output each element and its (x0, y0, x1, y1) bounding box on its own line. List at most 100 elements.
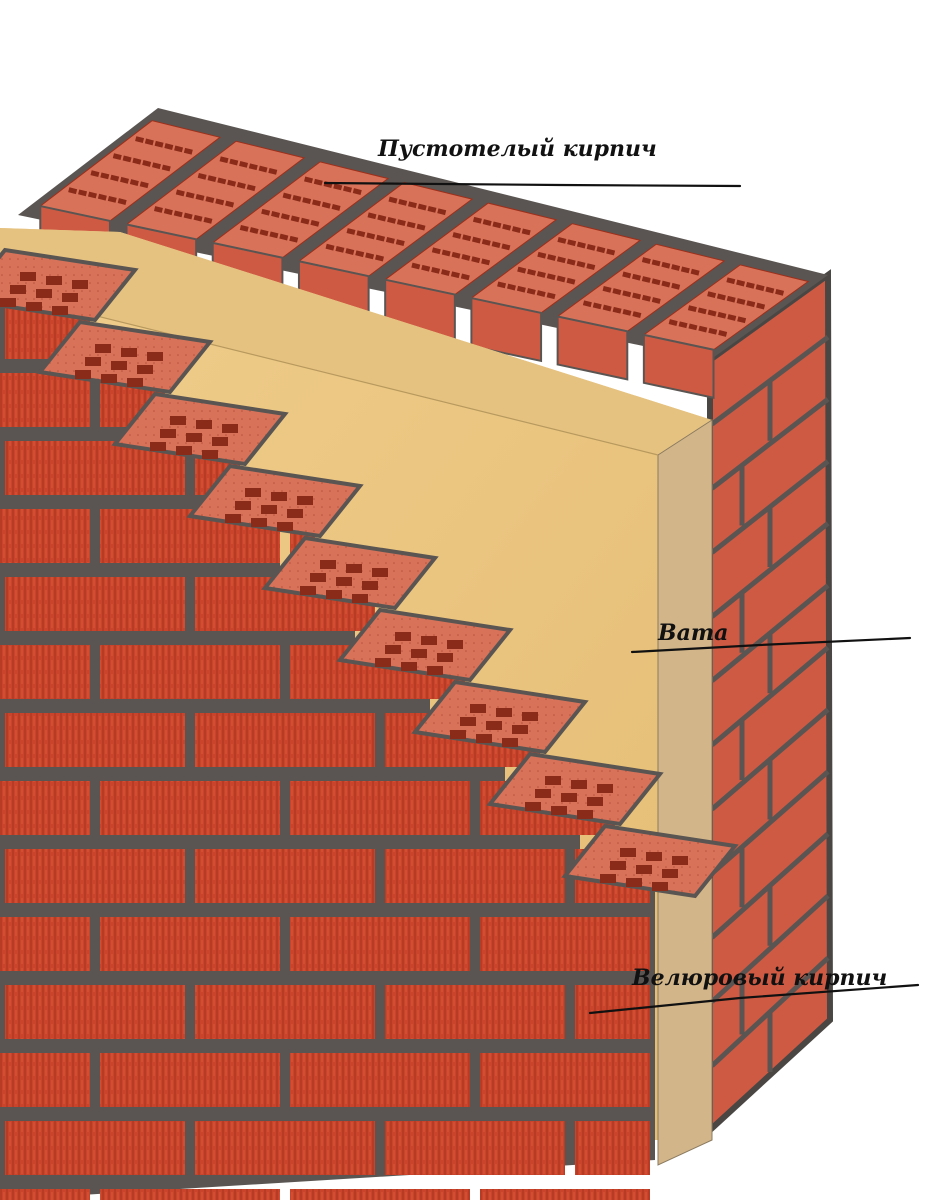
brick-hole (501, 243, 511, 251)
brick-hole (271, 211, 280, 218)
brick-hole (671, 282, 681, 290)
velour-brick-hole (127, 378, 143, 387)
brick-hole (396, 219, 406, 227)
velour-brick-hole (235, 501, 251, 510)
velour-brick-hole (587, 797, 603, 806)
velour-brick-hole (652, 882, 668, 891)
brick-hole (248, 163, 258, 171)
velour-brick (0, 645, 90, 699)
brick-hole (203, 216, 213, 224)
velour-brick-hole (411, 649, 427, 658)
brick-hole (129, 179, 139, 186)
brick-hole (416, 223, 426, 231)
brick-hole (395, 239, 405, 247)
velour-brick-front-wall (0, 247, 739, 1200)
velour-brick-hole (26, 302, 42, 311)
hollow-brick-front (642, 333, 715, 399)
brick-hole (174, 145, 184, 153)
hollow-brick-front (556, 315, 629, 381)
brick-hole (547, 254, 557, 261)
brick-hole (632, 273, 641, 281)
brick-hole (261, 208, 271, 216)
brick-hole (417, 203, 427, 211)
brick-hole (375, 254, 385, 262)
brick-hole (471, 256, 481, 264)
brick-hole (183, 212, 193, 220)
brick-hole (219, 156, 229, 164)
brick-hole (239, 224, 249, 232)
velour-brick-hole (297, 496, 313, 505)
label-hollow-brick: Пустотелый кирпич (323, 136, 742, 188)
brick-hole (333, 183, 343, 191)
velour-brick-hole (476, 734, 492, 743)
velour-brick (100, 917, 280, 971)
velour-brick-hole (310, 573, 326, 582)
brick-hole (151, 162, 161, 170)
velour-brick-hole (502, 738, 518, 747)
brick-hole (195, 193, 205, 201)
velour-brick-hole (137, 365, 153, 374)
brick-hole (367, 212, 377, 220)
brick-hole (586, 263, 596, 270)
brick-hole (239, 161, 249, 168)
velour-brick-hole (212, 437, 228, 446)
velour-brick-hole (496, 708, 512, 717)
brick-hole (698, 325, 708, 333)
brick-hole (406, 221, 416, 229)
brick-hole (175, 189, 185, 197)
velour-brick (0, 373, 90, 427)
brick-hole (746, 300, 756, 308)
brick-hole (112, 153, 122, 161)
brick-hole (680, 266, 690, 274)
brick-hole (268, 167, 278, 175)
brick-hole (651, 259, 661, 267)
brick-hole (546, 292, 556, 300)
brick-hole (576, 260, 586, 268)
brick-hole (678, 321, 688, 329)
velour-brick-hole (326, 590, 342, 599)
label-insulation-text: Вата (657, 620, 728, 646)
velour-brick-hole (597, 784, 613, 793)
velour-brick-hole (62, 293, 78, 302)
brick-hole (385, 236, 395, 244)
brick-hole (521, 228, 531, 236)
brick-hole (536, 290, 546, 297)
velour-brick-hole (186, 433, 202, 442)
brick-hole (387, 216, 397, 224)
brick-hole (398, 199, 408, 206)
brick-hole (718, 330, 728, 337)
brick-hole (355, 250, 365, 258)
brick-hole (567, 239, 577, 247)
brick-hole (427, 205, 437, 213)
brick-hole (481, 238, 491, 246)
brick-hole (229, 158, 239, 166)
velour-brick-hole (571, 780, 587, 789)
velour-brick (5, 849, 185, 903)
velour-brick-hole (545, 776, 561, 785)
brick-hole (668, 319, 678, 326)
velour-brick (290, 1189, 470, 1200)
brick-hole (612, 288, 622, 295)
brick-hole (217, 177, 227, 185)
brick-hole (325, 243, 335, 251)
brick-hole (236, 182, 246, 189)
velour-brick (5, 713, 185, 767)
side-mortar-line (710, 645, 830, 747)
velour-brick-hole (36, 289, 52, 298)
brick-hole (602, 285, 612, 293)
brick-hole (87, 191, 97, 199)
brick-hole (462, 234, 472, 242)
brick-hole (153, 206, 163, 213)
brick-hole (90, 170, 100, 178)
side-mortar-line (710, 521, 830, 619)
brick-hole (68, 187, 78, 195)
velour-brick-hole (460, 717, 476, 726)
brick-hole (215, 198, 225, 206)
brick-hole (282, 192, 292, 200)
brick-hole (135, 136, 145, 143)
velour-brick-hole (277, 522, 293, 531)
brick-hole (517, 266, 527, 274)
brick-hole (671, 264, 681, 271)
brick-hole (612, 306, 622, 314)
